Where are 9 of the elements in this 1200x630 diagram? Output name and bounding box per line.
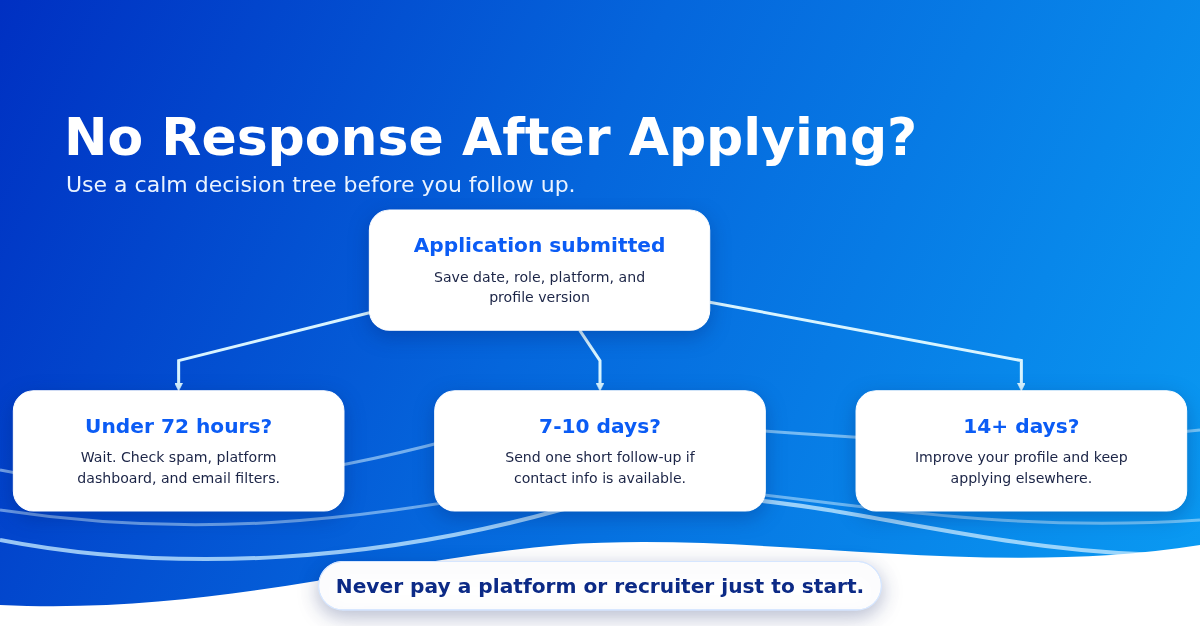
node-box: Application submitted Save date, role, platform, and profile version: [368, 209, 711, 331]
arrow: [709, 300, 1026, 392]
node-box: 14+ days? Improve your profile and keep applying elsewhere.: [855, 390, 1188, 512]
subtitle: Use a calm decision tree before you follow up.: [66, 171, 576, 199]
node-box: Under 72 hours? Wait. Check spam, platform dashboard, and email filters.: [12, 390, 345, 512]
title: No Response After Applying?: [64, 106, 918, 168]
node-box: 7-10 days? Send one short follow-up if contact info is available.: [434, 390, 766, 512]
arrow: [578, 329, 605, 392]
arrow: [174, 311, 370, 392]
